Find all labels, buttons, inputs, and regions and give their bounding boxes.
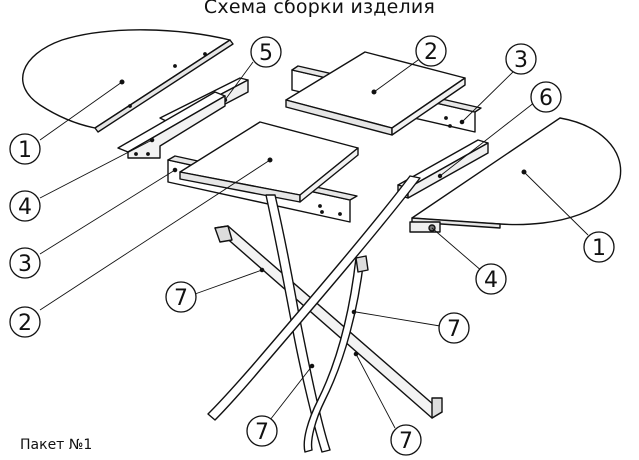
left-half-tabletop (22, 29, 234, 133)
callout-4-left: 4 (18, 195, 32, 220)
callout-7-bottom-left: 7 (255, 420, 269, 445)
cross-base-legs (207, 175, 443, 453)
callout-5: 5 (259, 41, 273, 66)
callout-1-left: 1 (18, 138, 32, 163)
callout-7-bottom-right: 7 (399, 429, 413, 454)
callout-2-top: 2 (424, 40, 438, 65)
callout-1-right: 1 (592, 236, 606, 261)
callout-3-top: 3 (514, 48, 528, 73)
square-panel-2-upper (285, 51, 466, 136)
package-label: Пакет №1 (20, 437, 93, 453)
callout-7-left: 7 (174, 286, 188, 311)
callout-2-left: 2 (18, 311, 32, 336)
callout-3-left: 3 (18, 252, 32, 277)
callout-7-right: 7 (447, 317, 461, 342)
callout-4-right: 4 (484, 268, 498, 293)
leader-lines (39, 54, 589, 429)
callout-6: 6 (539, 86, 553, 111)
bracket-4-left (117, 91, 226, 159)
right-half-tabletop (411, 117, 622, 229)
diagram-title: Схема сборки изделия (203, 0, 436, 18)
callout-circles (9, 35, 615, 456)
